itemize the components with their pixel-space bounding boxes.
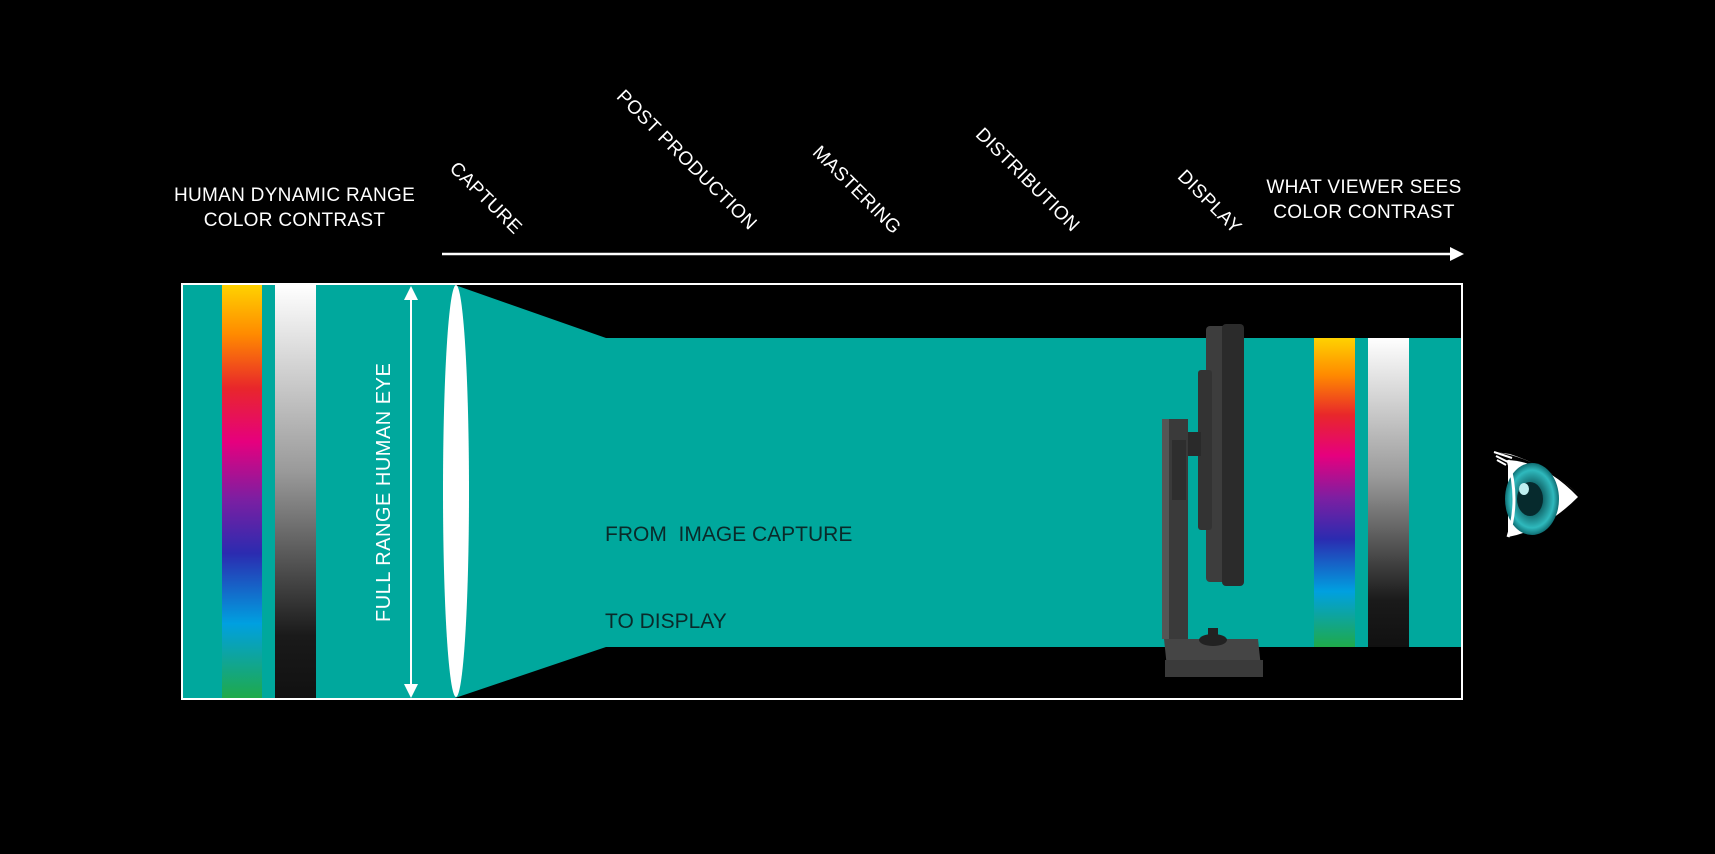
monitor-side-view [1162,324,1263,677]
eye-icon [1493,451,1580,538]
full-range-arrow [404,286,418,698]
timeline-arrow [442,247,1464,261]
left-color-spectrum [222,285,262,698]
right-grayscale-bar [1368,338,1409,647]
full-range-label: FULL RANGE HUMAN EYE [373,362,395,622]
left-title-line2: COLOR CONTRAST [203,210,386,231]
right-title-line1: WHAT VIEWER SEES [1266,177,1462,198]
left-title: HUMAN DYNAMIC RANGE COLOR CONTRAST [152,183,437,233]
right-title: WHAT VIEWER SEES COLOR CONTRAST [1264,175,1464,225]
center-text-line1: FROM IMAGE CAPTURE [605,523,853,546]
left-grayscale-bar [275,285,316,698]
center-text-line2: TO DISPLAY [605,610,727,633]
center-text: FROM IMAGE CAPTURE TO DISPLAY [605,462,852,694]
dynamic-range-funnel [183,285,1461,698]
right-title-line2: COLOR CONTRAST [1273,202,1455,223]
lens-shape [443,285,469,697]
right-color-spectrum [1314,338,1355,647]
left-title-line1: HUMAN DYNAMIC RANGE [173,185,416,206]
